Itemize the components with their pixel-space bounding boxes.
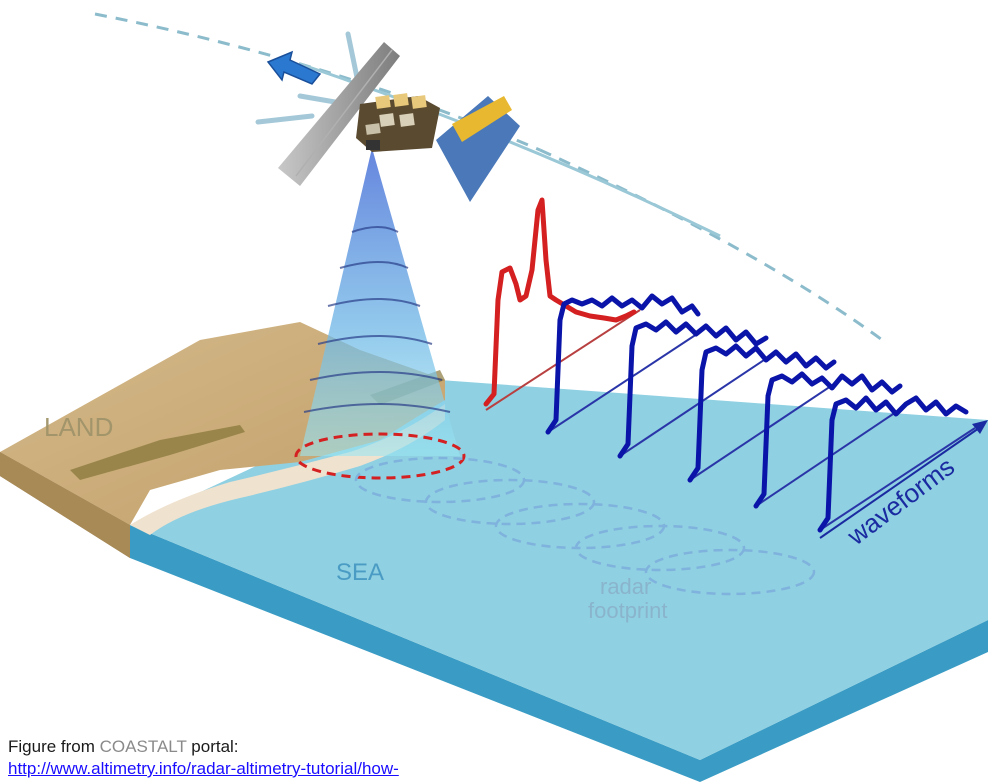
waveforms-group — [483, 197, 969, 533]
direction-arrow-icon — [266, 50, 322, 85]
footprint-5 — [574, 524, 746, 572]
satellite — [255, 31, 520, 202]
solar-panel-left — [278, 42, 400, 186]
caption-line-2: http://www.altimetry.info/radar-altimetr… — [8, 758, 399, 780]
footprint-6 — [644, 548, 816, 596]
satellite-body — [356, 96, 440, 152]
waveform-sea-3 — [687, 343, 837, 483]
waveform-land — [483, 197, 637, 407]
figure-caption: Figure from COASTALT portal: http://www.… — [8, 736, 399, 780]
radar-footprint-label-line1: radar — [600, 574, 651, 599]
sea-label: SEA — [336, 559, 384, 586]
waveform-sea-2 — [617, 319, 769, 459]
waveforms-arrow — [819, 420, 988, 539]
caption-prefix: Figure from — [8, 737, 100, 756]
caption-portal-name: COASTALT — [99, 737, 187, 756]
waveform-sea-5 — [817, 395, 969, 533]
caption-suffix: portal: — [186, 737, 239, 756]
orbit-path — [94, 12, 886, 344]
waveform-sea-4 — [753, 371, 903, 509]
radar-beam — [300, 148, 460, 456]
land-label: LAND — [44, 412, 113, 442]
caption-line-1: Figure from COASTALT portal: — [8, 736, 399, 758]
waveform-sea-1 — [545, 293, 701, 435]
radar-footprints — [294, 432, 816, 596]
caption-link[interactable]: http://www.altimetry.info/radar-altimetr… — [8, 759, 399, 778]
footprint-current — [294, 432, 466, 480]
footprint-3 — [424, 478, 596, 526]
radar-footprint-label-line2: footprint — [588, 598, 668, 623]
